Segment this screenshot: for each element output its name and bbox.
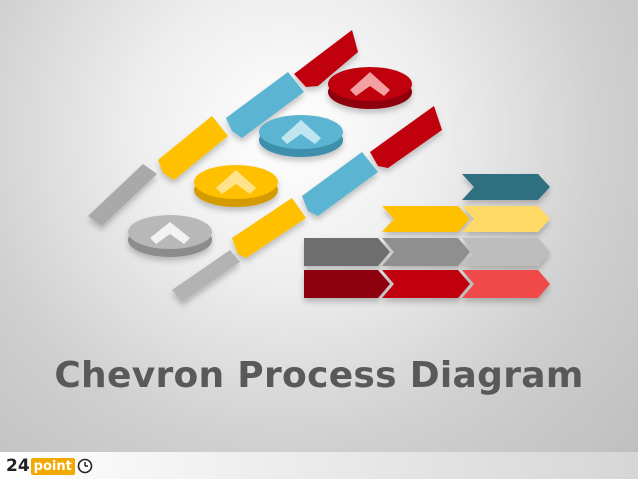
footer-bar [0,452,638,479]
diagonal-chevron-red [294,30,358,87]
diagonal-chevron-red-lower [370,106,442,168]
chevron-bright-red [462,270,550,298]
clock-icon [77,458,93,474]
diagonal-chevron-gray-lower [172,250,240,302]
diagonal-chevron-blue-lower [302,152,378,216]
chevron-red [382,270,470,298]
chevron-dark-teal [462,174,550,200]
diagonal-chevron-yellow [158,116,228,180]
chevron-gray [382,238,470,266]
chevron-dark-gray [304,238,390,266]
diagonal-arrow-band-left [88,30,358,226]
diagonal-arrow-band-right [172,106,442,302]
disc-blue [259,115,343,157]
logo-number: 24 [6,456,30,476]
chevron-up-icon [216,170,256,194]
diagonal-chevron-gray [88,164,157,226]
chevron-up-icon [150,222,190,244]
chevron-up-icon [350,72,390,96]
logo-word: point [30,457,75,475]
horizontal-chevron-grid [304,174,550,298]
diagonal-chevron-blue [226,72,304,138]
disc-yellow [194,165,278,207]
chevron-dark-red [304,270,390,298]
chevron-light-yellow [462,206,550,232]
chevron-light-gray [462,238,550,266]
disc-gray [128,215,212,257]
chevron-up-icon [281,120,321,144]
disc-red [328,67,412,109]
chevron-yellow [382,206,470,232]
slide-title: Chevron Process Diagram [54,355,584,396]
brand-logo: 24 point [6,455,93,477]
diagonal-chevron-yellow-lower [232,198,306,258]
